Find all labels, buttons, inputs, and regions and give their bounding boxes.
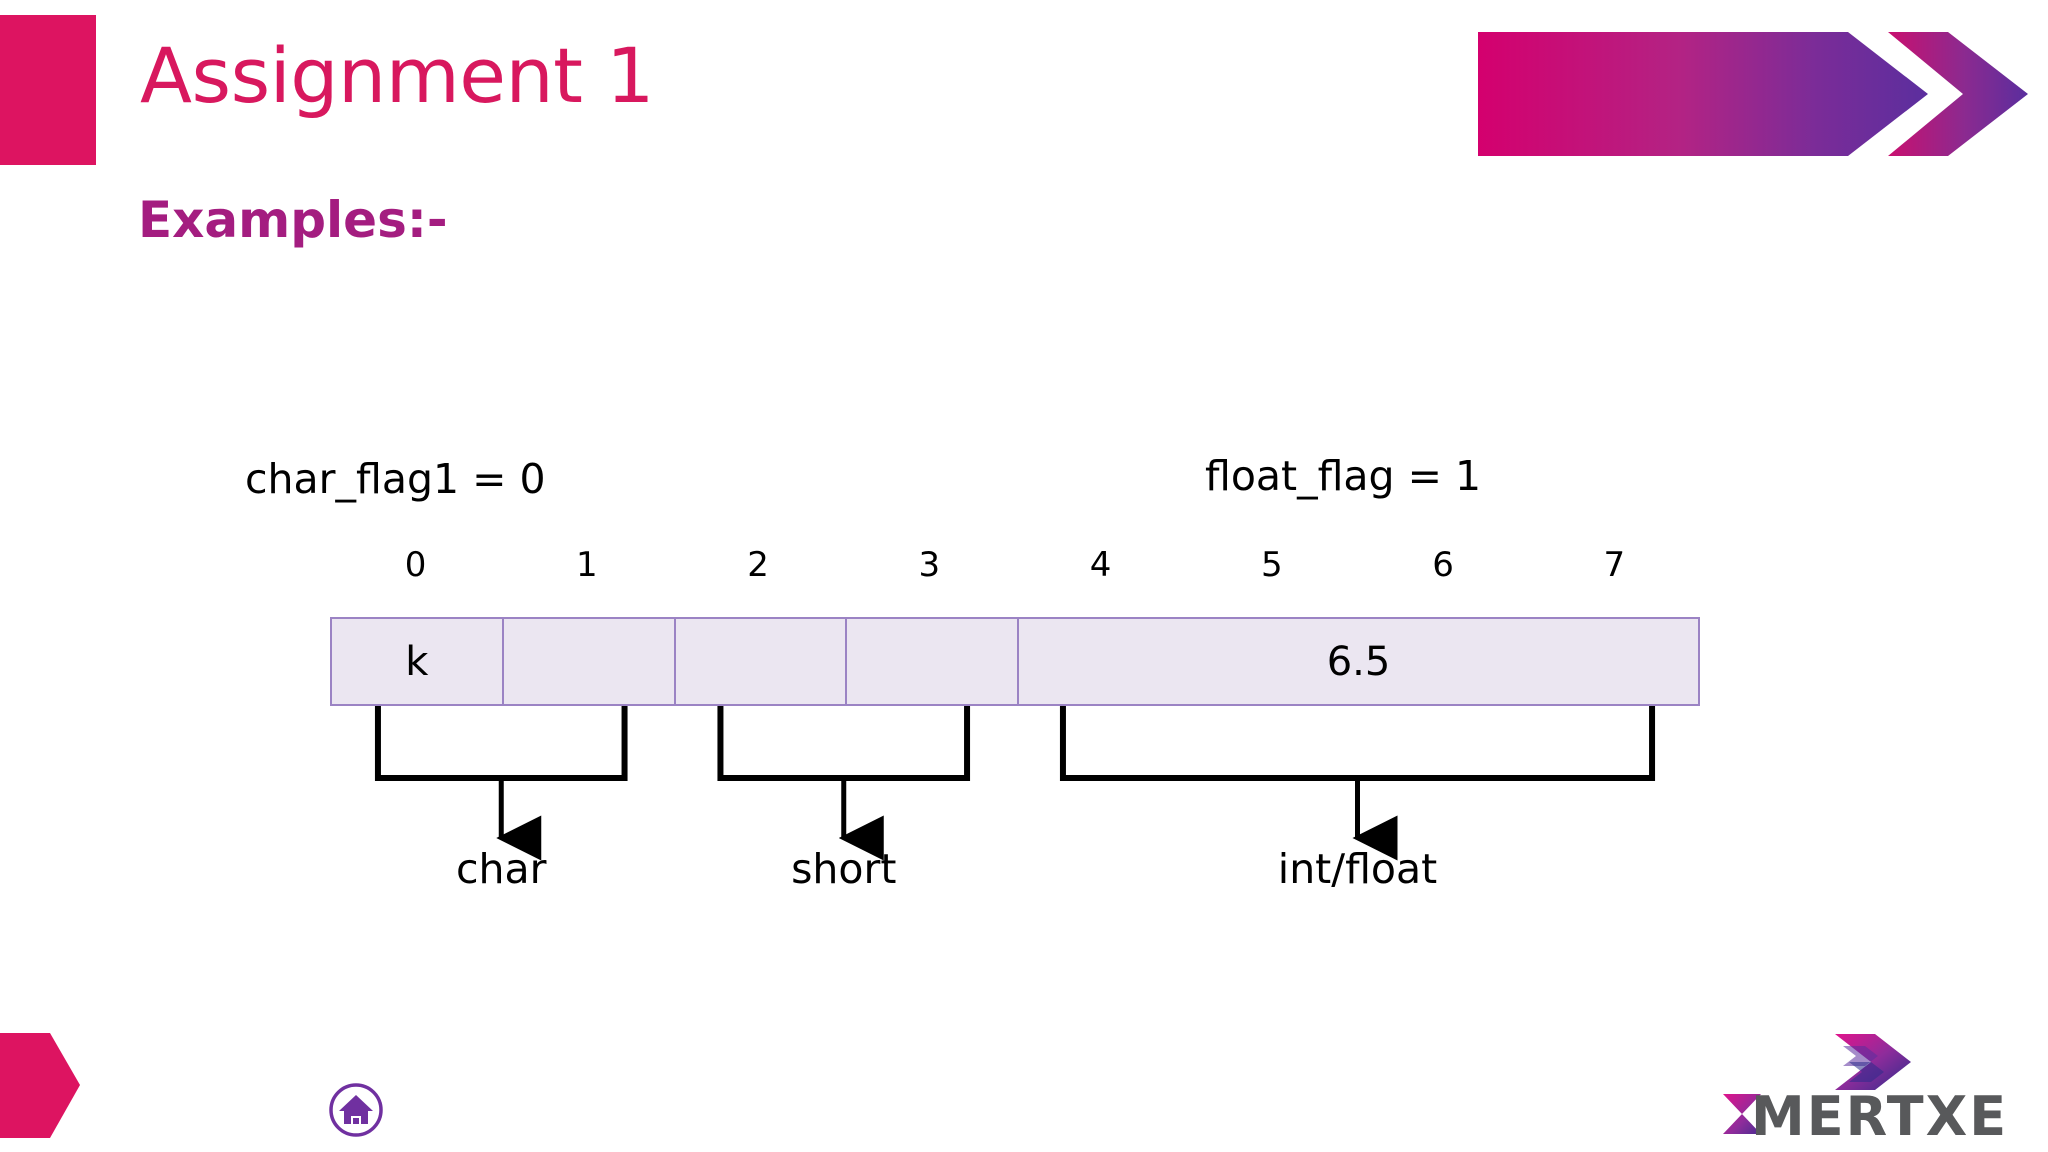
memory-cell-0: k: [332, 619, 504, 704]
header-arrow-decoration: [1478, 32, 2028, 156]
type-label-short: short: [791, 845, 897, 893]
byte-index-7: 7: [1603, 545, 1626, 585]
memory-cell-4: 6.5: [1019, 619, 1698, 704]
page-title: Assignment 1: [140, 31, 654, 120]
byte-index-5: 5: [1261, 545, 1283, 585]
memory-cell-2: [675, 619, 848, 704]
char-flag-label: char_flag1 = 0: [245, 455, 546, 503]
byte-index-1: 1: [576, 545, 598, 585]
byte-index-6: 6: [1432, 545, 1454, 585]
brand-logo: MERTXE: [1723, 1034, 2008, 1142]
byte-index-0: 0: [404, 545, 427, 585]
type-label-char: char: [455, 845, 547, 893]
type-label-int-float: int/float: [1277, 845, 1438, 893]
footer-accent-shape: [0, 1033, 80, 1138]
memory-cell-1: [503, 619, 676, 704]
float-flag-label: float_flag = 1: [1205, 452, 1482, 500]
home-icon[interactable]: [328, 1082, 384, 1138]
byte-index-2: 2: [747, 545, 769, 585]
byte-index-4: 4: [1089, 545, 1112, 585]
byte-index-3: 3: [918, 545, 941, 585]
brand-name: MERTXE: [1751, 1085, 2008, 1142]
section-subtitle: Examples:-: [138, 191, 448, 249]
memory-cell-row: k 6.5: [330, 617, 1700, 706]
group-bracket-short: [717, 706, 971, 781]
byte-index-row: 0 1 2 3 4 5 6 7: [330, 545, 1700, 591]
group-bracket-char: [374, 706, 628, 781]
group-bracket-int-float: [1059, 706, 1656, 781]
title-accent-block: [0, 15, 96, 165]
memory-cell-3: [847, 619, 1019, 704]
